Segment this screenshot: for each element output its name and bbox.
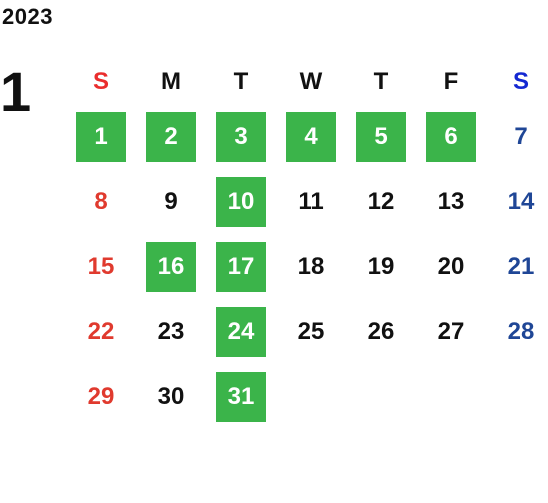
day-number-highlighted[interactable]: 4 <box>286 111 336 162</box>
day-cell: 7 <box>486 104 548 169</box>
day-cell: 26 <box>346 299 416 364</box>
day-cell <box>346 364 416 429</box>
weekday-header-row: S M T W T F S <box>66 60 548 104</box>
day-number-highlighted[interactable]: 3 <box>216 111 266 162</box>
day-cell: 18 <box>276 234 346 299</box>
day-number[interactable]: 30 <box>157 382 185 410</box>
weekday-monday: M <box>161 68 181 95</box>
day-cell: 1 <box>66 104 136 169</box>
day-number[interactable]: 28 <box>507 317 535 345</box>
week-row: 8 9 10 11 12 13 14 <box>66 169 548 234</box>
day-cell: 21 <box>486 234 548 299</box>
day-number[interactable]: 14 <box>507 187 535 215</box>
day-number[interactable]: 23 <box>157 317 185 345</box>
day-cell: 23 <box>136 299 206 364</box>
day-number-highlighted[interactable]: 17 <box>216 241 266 292</box>
day-cell: 9 <box>136 169 206 234</box>
day-number <box>426 372 476 422</box>
day-cell: 19 <box>346 234 416 299</box>
day-cell: 27 <box>416 299 486 364</box>
day-cell: 5 <box>346 104 416 169</box>
day-number[interactable]: 25 <box>297 317 325 345</box>
day-number-highlighted[interactable]: 31 <box>216 371 266 422</box>
day-number[interactable]: 18 <box>297 252 325 280</box>
day-cell: 31 <box>206 364 276 429</box>
day-cell: 15 <box>66 234 136 299</box>
day-number[interactable]: 27 <box>437 317 465 345</box>
day-cell: 14 <box>486 169 548 234</box>
day-cell: 12 <box>346 169 416 234</box>
day-cell: 16 <box>136 234 206 299</box>
day-cell <box>486 364 548 429</box>
day-cell: 25 <box>276 299 346 364</box>
day-cell <box>276 364 346 429</box>
day-number-highlighted[interactable]: 16 <box>146 241 196 292</box>
year-label: 2023 <box>2 4 53 29</box>
day-number[interactable]: 9 <box>164 187 178 215</box>
day-number <box>356 372 406 422</box>
day-number[interactable]: 7 <box>514 122 528 150</box>
day-cell: 4 <box>276 104 346 169</box>
day-number-highlighted[interactable]: 2 <box>146 111 196 162</box>
day-cell <box>416 364 486 429</box>
day-number-highlighted[interactable]: 6 <box>426 111 476 162</box>
week-row: 1 2 3 4 5 6 7 <box>66 104 548 169</box>
day-number[interactable]: 29 <box>87 382 115 410</box>
day-number[interactable]: 19 <box>367 252 395 280</box>
weekday-saturday: S <box>512 68 529 95</box>
week-row: 22 23 24 25 26 27 28 <box>66 299 548 364</box>
day-number[interactable]: 13 <box>437 187 465 215</box>
day-cell: 24 <box>206 299 276 364</box>
weekday-sunday: S <box>92 68 109 95</box>
calendar-grid: S M T W T F S 1 2 3 4 5 6 7 8 9 10 11 12… <box>66 60 548 429</box>
day-number-highlighted[interactable]: 24 <box>216 306 266 357</box>
day-cell: 28 <box>486 299 548 364</box>
day-cell: 6 <box>416 104 486 169</box>
day-cell: 3 <box>206 104 276 169</box>
week-row: 15 16 17 18 19 20 21 <box>66 234 548 299</box>
day-cell: 8 <box>66 169 136 234</box>
day-cell: 17 <box>206 234 276 299</box>
day-cell: 10 <box>206 169 276 234</box>
day-number-highlighted[interactable]: 10 <box>216 176 266 227</box>
day-number <box>286 372 336 422</box>
weekday-thursday: T <box>373 68 389 95</box>
day-cell: 30 <box>136 364 206 429</box>
day-number-highlighted[interactable]: 1 <box>76 111 126 162</box>
weekday-tuesday: T <box>233 68 249 95</box>
day-number[interactable]: 20 <box>437 252 465 280</box>
day-cell: 2 <box>136 104 206 169</box>
day-cell: 29 <box>66 364 136 429</box>
day-cell: 20 <box>416 234 486 299</box>
day-cell: 13 <box>416 169 486 234</box>
month-number: 1 <box>0 60 32 123</box>
week-row: 29 30 31 <box>66 364 548 429</box>
day-number[interactable]: 15 <box>87 252 115 280</box>
day-number[interactable]: 21 <box>507 252 535 280</box>
day-number[interactable]: 8 <box>94 187 108 215</box>
day-number[interactable]: 12 <box>367 187 395 215</box>
weekday-wednesday: W <box>299 68 323 95</box>
weekday-friday: F <box>443 68 459 95</box>
day-number <box>496 372 546 422</box>
day-number-highlighted[interactable]: 5 <box>356 111 406 162</box>
day-number[interactable]: 22 <box>87 317 115 345</box>
day-number[interactable]: 11 <box>298 187 324 215</box>
day-cell: 22 <box>66 299 136 364</box>
day-number[interactable]: 26 <box>367 317 395 345</box>
day-cell: 11 <box>276 169 346 234</box>
